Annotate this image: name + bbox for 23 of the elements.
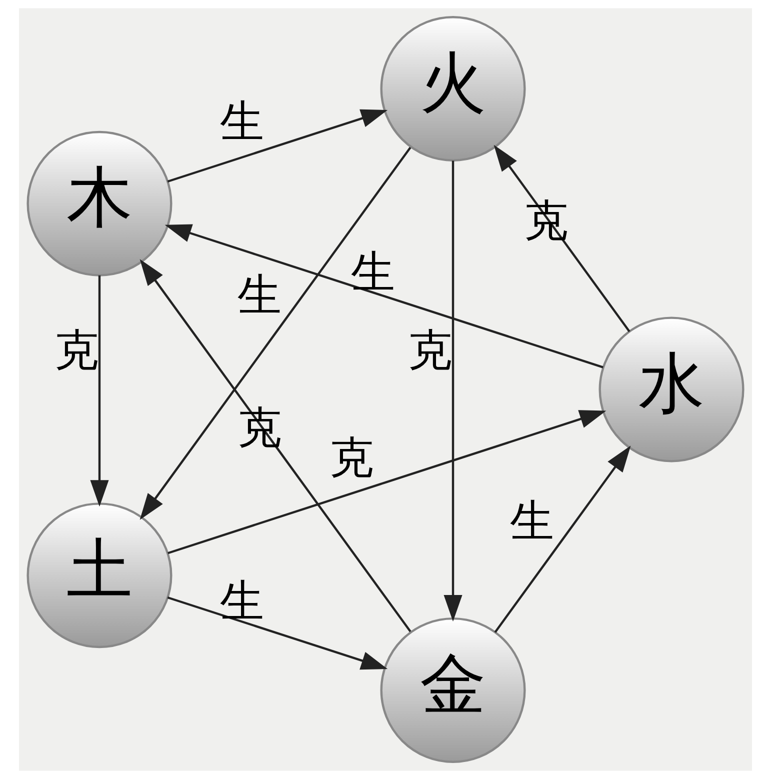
edge-label: 克 <box>329 432 374 484</box>
node-circle: 土 <box>26 502 172 648</box>
arrow <box>493 144 630 332</box>
arrow <box>139 259 411 632</box>
edge-label: 克 <box>54 324 98 376</box>
arrow <box>494 446 630 633</box>
arrow <box>164 224 603 368</box>
node-circle: 木 <box>26 130 172 276</box>
arrow <box>167 410 606 554</box>
arrow <box>443 160 462 622</box>
edge-label: 生 <box>350 246 394 298</box>
edge-label: 生 <box>220 96 264 148</box>
edge-label: 生 <box>236 270 281 322</box>
edge-label: 生 <box>220 576 264 628</box>
arrow <box>166 109 388 183</box>
node-circle: 水 <box>598 316 744 462</box>
edge-label: 克 <box>407 325 452 376</box>
arrow <box>90 275 108 507</box>
node-circle: 金 <box>380 617 526 763</box>
node-circle: 火 <box>380 16 526 162</box>
arrow <box>139 146 411 520</box>
edge-label: 生 <box>510 496 554 548</box>
arrow <box>166 596 388 670</box>
